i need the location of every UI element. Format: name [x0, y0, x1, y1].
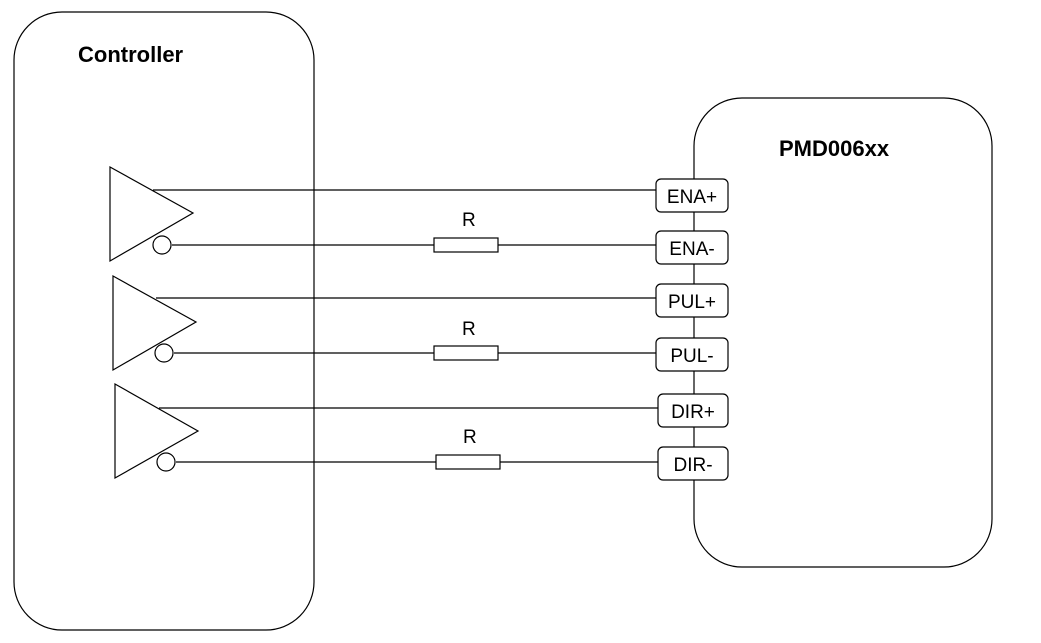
dir-inverter-bubble: [156, 452, 176, 472]
pul-minus-label: PUL-: [670, 346, 713, 367]
controller-box: [13, 11, 315, 631]
pul-minus-terminal: [655, 337, 729, 372]
dir-resistor-label: R: [463, 427, 477, 448]
ena-plus-label: ENA+: [667, 187, 717, 208]
dir-resistor: [435, 454, 501, 470]
pul-buffer-symbol: [112, 274, 198, 372]
pul-resistor: [433, 345, 499, 361]
pul-plus-label: PUL+: [668, 292, 716, 313]
ena-resistor-label: R: [462, 210, 476, 231]
ena-plus-terminal: [655, 178, 729, 213]
dir-minus-label: DIR-: [673, 455, 712, 476]
ena-buffer-symbol: [109, 165, 195, 263]
pul-inverter-bubble: [154, 343, 174, 363]
dir-minus-terminal: [657, 446, 729, 481]
ena-minus-terminal: [655, 230, 729, 265]
pul-resistor-label: R: [462, 319, 476, 340]
channel-dir: R DIR+ DIR-: [114, 382, 729, 481]
controller-title: Controller: [78, 42, 184, 67]
ena-inverter-bubble: [152, 235, 172, 255]
pul-plus-terminal: [655, 283, 729, 318]
dir-plus-label: DIR+: [671, 402, 715, 423]
driver-title: PMD006xx: [779, 136, 890, 161]
dir-buffer-symbol: [114, 382, 200, 480]
channel-pul: R PUL+ PUL-: [112, 274, 729, 372]
channel-ena: R ENA+ ENA-: [109, 165, 729, 265]
driver-box: [693, 97, 993, 568]
dir-plus-terminal: [657, 393, 729, 428]
ena-minus-label: ENA-: [669, 239, 714, 260]
ena-resistor: [433, 237, 499, 253]
